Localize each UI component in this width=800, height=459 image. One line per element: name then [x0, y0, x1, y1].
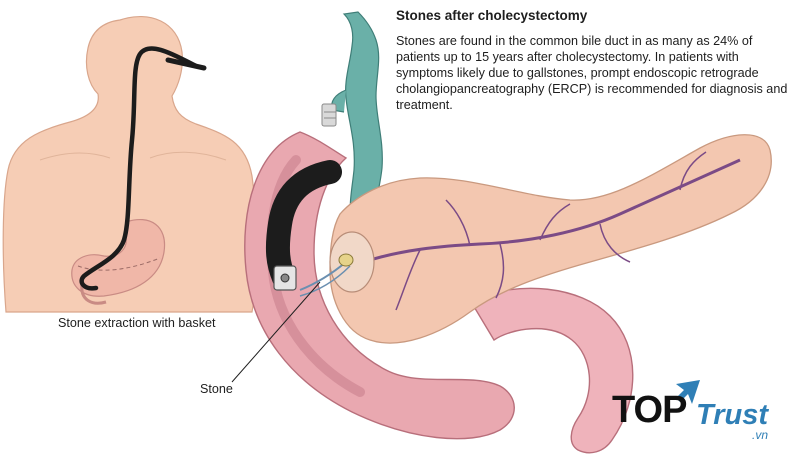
bile-duct — [321, 11, 383, 227]
label-stone: Stone — [200, 382, 233, 396]
duodenum-small — [80, 283, 107, 305]
pancreas-vessel — [539, 203, 571, 241]
pancreas-vessel — [599, 223, 631, 263]
surgical-clip — [321, 103, 337, 127]
pancreas-vessel — [395, 249, 421, 311]
jejunum-loop — [468, 287, 634, 454]
endoscope-tube-torso — [79, 46, 199, 291]
logo-top-text: TOP — [612, 389, 687, 431]
pancreas-body — [329, 134, 772, 344]
logo-vn-text: .vn — [752, 428, 769, 442]
papilla-area — [299, 231, 375, 297]
label-stone-extraction: Stone extraction with basket — [58, 316, 216, 330]
stone-leader-line — [231, 281, 321, 383]
clavicle-line — [39, 152, 111, 161]
pancreas-vessel — [445, 199, 471, 247]
logo-trust-text: Trust — [696, 399, 768, 431]
pancreas-vessel — [495, 243, 505, 299]
endoscope — [265, 160, 342, 291]
gallstone — [338, 253, 354, 267]
stomach-dashed — [77, 257, 161, 271]
pancreas-vessel — [679, 151, 707, 191]
toptrust-logo: TOP Trust .vn — [612, 388, 792, 448]
logo-arrow-icon — [676, 380, 700, 404]
endoscope-mouthpiece — [165, 57, 207, 71]
endoscope-lens — [280, 273, 290, 283]
endoscope-shaft — [265, 160, 342, 290]
figure-title: Stones after cholecystectomy — [396, 8, 588, 23]
pancreas — [329, 134, 772, 344]
torso-figure — [2, 16, 258, 313]
clavicle-line-right — [149, 151, 227, 161]
figure-description: Stones are found in the common bile duct… — [396, 34, 788, 112]
basket-wire — [299, 265, 351, 297]
